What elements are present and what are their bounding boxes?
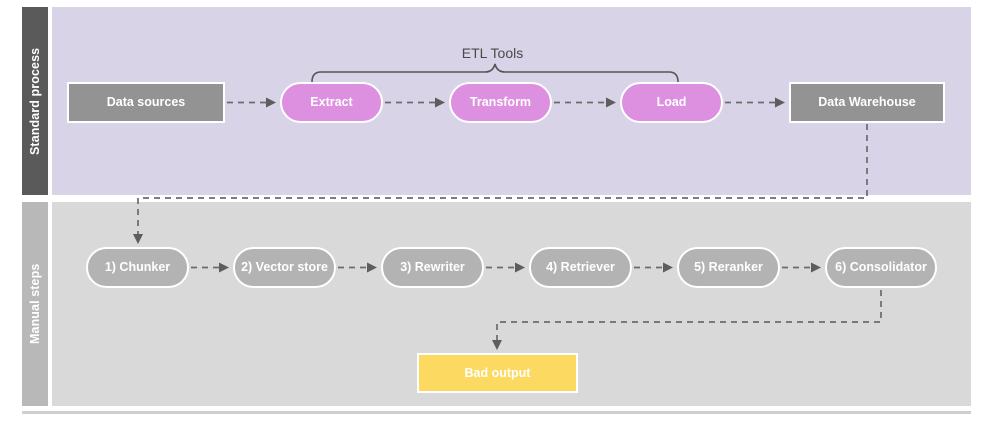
node-chunker-label: 1) Chunker (104, 260, 171, 275)
etl-tools-bracket-icon (311, 63, 679, 83)
node-reranker[interactable]: 5) Reranker (677, 247, 780, 288)
lane-label-standard-process: Standard process (22, 7, 48, 195)
node-consolidator[interactable]: 6) Consolidator (825, 247, 937, 288)
node-reranker-label: 5) Reranker (694, 260, 763, 275)
node-retriever-label: 4) Retriever (546, 260, 615, 275)
node-extract[interactable]: Extract (280, 82, 383, 123)
node-load[interactable]: Load (620, 82, 723, 123)
node-data-warehouse[interactable]: Data Warehouse (789, 82, 945, 123)
node-vector-store-label: 2) Vector store (241, 260, 328, 275)
node-rewriter[interactable]: 3) Rewriter (381, 247, 484, 288)
lane-label-manual-steps: Manual steps (22, 202, 48, 406)
node-consolidator-label: 6) Consolidator (835, 260, 927, 275)
node-rewriter-label: 3) Rewriter (400, 260, 465, 275)
node-vector-store[interactable]: 2) Vector store (233, 247, 336, 288)
node-data-warehouse-label: Data Warehouse (818, 95, 916, 110)
node-transform[interactable]: Transform (449, 82, 552, 123)
node-transform-label: Transform (469, 95, 532, 110)
node-data-sources[interactable]: Data sources (67, 82, 225, 123)
node-extract-label: Extract (310, 95, 353, 110)
node-data-sources-label: Data sources (106, 95, 186, 110)
node-retriever[interactable]: 4) Retriever (529, 247, 632, 288)
bottom-divider (22, 411, 971, 414)
etl-tools-label: ETL Tools (461, 45, 524, 61)
node-bad-output-label: Bad output (464, 365, 531, 380)
node-chunker[interactable]: 1) Chunker (86, 247, 189, 288)
node-bad-output[interactable]: Bad output (417, 353, 578, 393)
node-load-label: Load (656, 95, 687, 110)
